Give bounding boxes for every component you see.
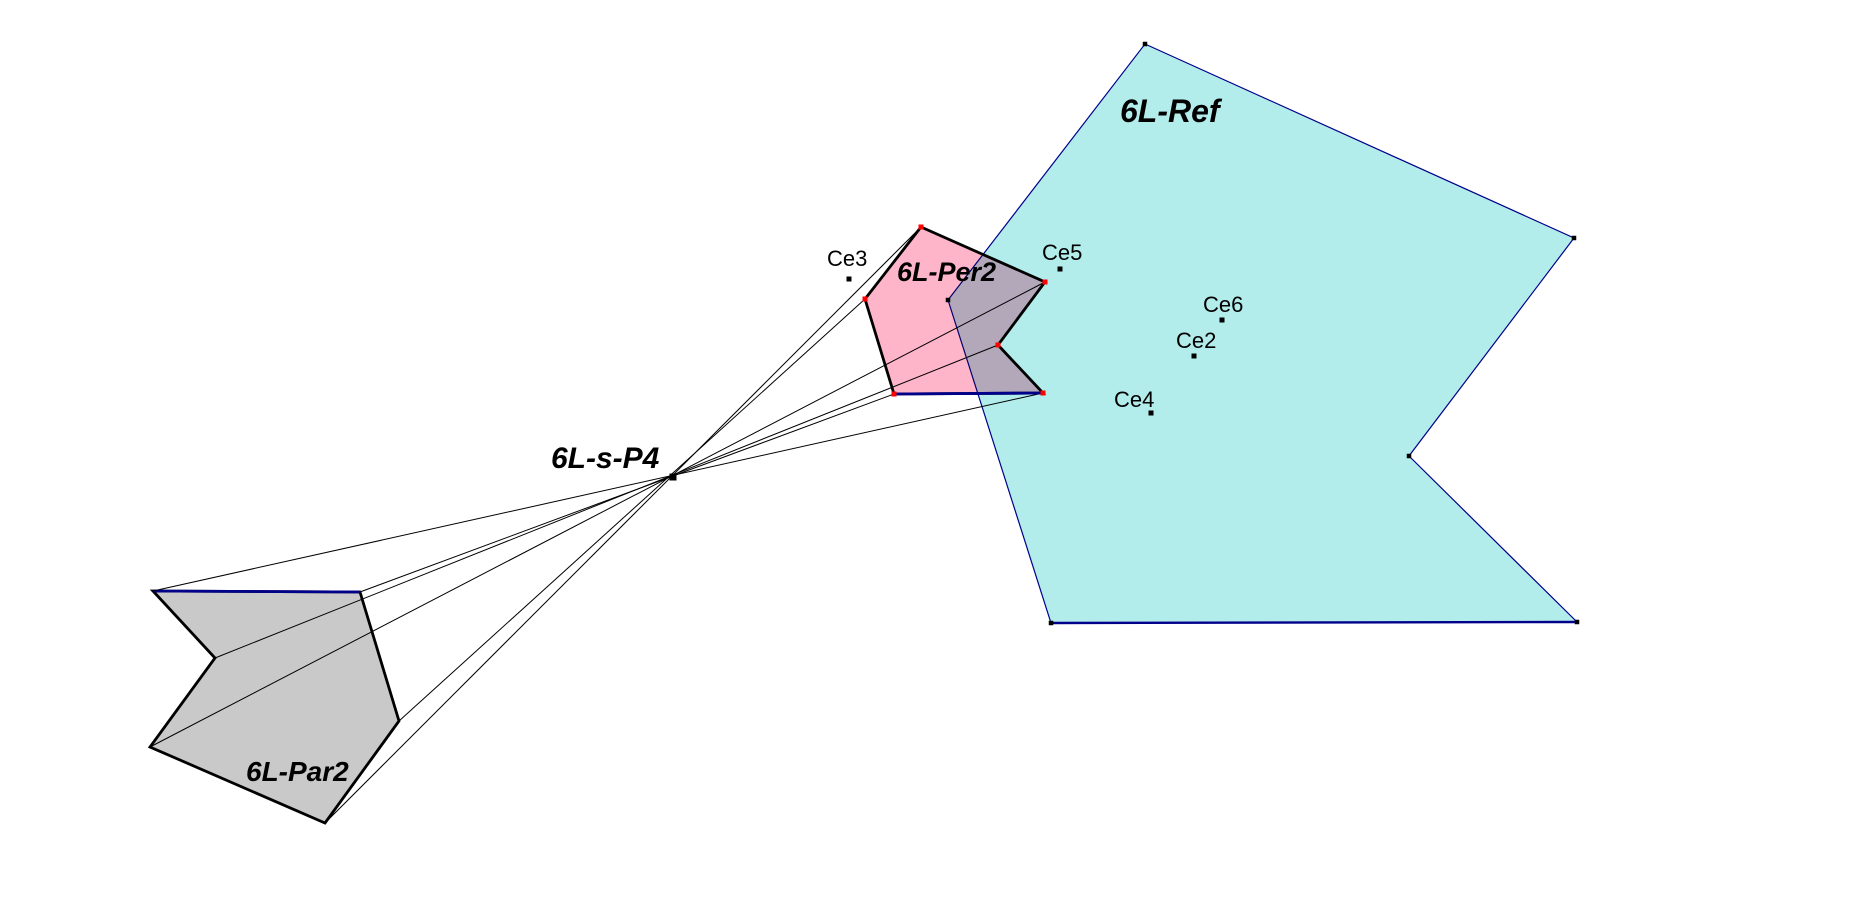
label-6l-s-p4[interactable]: 6L-s-P4 bbox=[551, 442, 660, 475]
vertex-6l-ref-5[interactable] bbox=[1048, 620, 1054, 626]
vertex-6l-per2-1[interactable] bbox=[918, 224, 924, 230]
special-edge-6l-par2 bbox=[152, 589, 361, 594]
label-ce5[interactable]: Ce5 bbox=[1042, 240, 1083, 265]
label-ce4[interactable]: Ce4 bbox=[1114, 387, 1155, 412]
vertex-6l-ref-1[interactable] bbox=[1142, 41, 1148, 47]
vertex-6l-per2-6[interactable] bbox=[862, 296, 868, 302]
label-ce2[interactable]: Ce2 bbox=[1176, 328, 1217, 353]
projection-line-4[interactable] bbox=[324, 226, 922, 824]
point-ce2[interactable] bbox=[1191, 353, 1197, 359]
special-edge-6l-per2 bbox=[893, 391, 1044, 396]
point-ce6[interactable] bbox=[1219, 317, 1225, 323]
point-ce3[interactable] bbox=[846, 276, 852, 282]
special-edge-6l-ref bbox=[1050, 620, 1578, 625]
vertex-6l-per2-2[interactable] bbox=[1042, 279, 1048, 285]
label-6l-par2[interactable]: 6L-Par2 bbox=[246, 756, 349, 787]
projection-line-3[interactable] bbox=[398, 298, 866, 722]
label-ce3[interactable]: Ce3 bbox=[827, 246, 868, 271]
vertex-6l-ref-3[interactable] bbox=[1406, 453, 1412, 459]
vertex-6l-per2-3[interactable] bbox=[995, 342, 1001, 348]
vertex-6l-ref-4[interactable] bbox=[1574, 619, 1580, 625]
point-ce4[interactable] bbox=[1148, 410, 1154, 416]
point-6l-s-p4[interactable] bbox=[669, 473, 677, 481]
projection-line-6[interactable] bbox=[214, 344, 999, 659]
projection-line-1[interactable] bbox=[152, 392, 1044, 592]
point-ce5[interactable] bbox=[1057, 266, 1063, 272]
vertex-6l-per2-4[interactable] bbox=[1040, 390, 1046, 396]
vertex-6l-per2-5[interactable] bbox=[891, 391, 897, 397]
label-ce6[interactable]: Ce6 bbox=[1203, 292, 1244, 317]
polygon-6l-per2-fill[interactable] bbox=[865, 227, 1045, 394]
vertex-6l-ref-2[interactable] bbox=[1571, 235, 1577, 241]
label-6l-per2[interactable]: 6L-Per2 bbox=[897, 257, 997, 287]
label-6l-ref[interactable]: 6L-Ref bbox=[1120, 93, 1220, 129]
vertex-6l-ref-6[interactable] bbox=[945, 297, 951, 303]
